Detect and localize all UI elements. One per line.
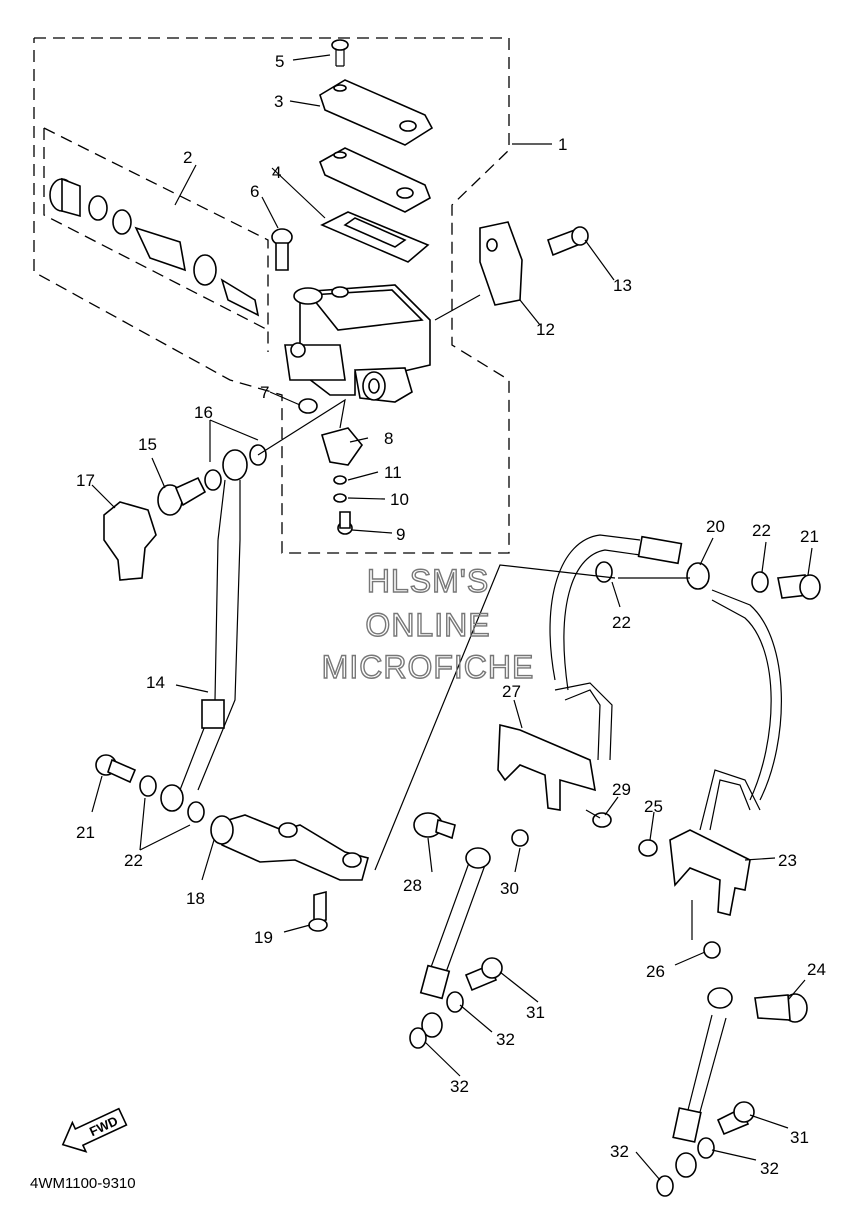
union-bolt-31a <box>464 957 503 992</box>
watermark-line-2: ONLINE <box>365 607 490 643</box>
union-bolt-21b <box>777 574 821 600</box>
callout-17: 17 <box>76 471 95 490</box>
callout-32-left-a: 32 <box>496 1030 515 1049</box>
piston-kit <box>49 177 260 317</box>
washer-32a <box>446 991 464 1013</box>
callout-32-right-a: 32 <box>760 1159 779 1178</box>
screw-9 <box>337 511 353 535</box>
union-bolt-15 <box>157 476 207 516</box>
callout-29: 29 <box>612 780 631 799</box>
callout-26: 26 <box>646 962 665 981</box>
assembly-boundary-2 <box>43 127 269 352</box>
callout-10: 10 <box>390 490 409 509</box>
brake-hose-14 <box>179 449 248 791</box>
bracket-27 <box>497 682 613 811</box>
callout-31-left: 31 <box>526 1003 545 1022</box>
cover-17 <box>103 501 157 581</box>
callout-22-upper: 22 <box>612 613 631 632</box>
washer-32d <box>656 1175 674 1197</box>
reservoir-cap <box>319 79 434 146</box>
washer-22a <box>139 775 157 797</box>
callout-24: 24 <box>807 960 826 979</box>
callout-22-upper-right: 22 <box>752 521 771 540</box>
nut-26 <box>703 941 721 959</box>
forward-arrow-icon: FWD <box>61 1107 128 1153</box>
callout-1: 1 <box>558 135 567 154</box>
washer-11 <box>333 475 347 485</box>
washer-22b <box>187 801 205 823</box>
callout-20: 20 <box>706 517 725 536</box>
washer-32c <box>697 1137 715 1159</box>
washer-16a <box>204 469 222 491</box>
leader-lines <box>91 54 813 1181</box>
callout-19: 19 <box>254 928 273 947</box>
callout-11: 11 <box>384 463 402 482</box>
callout-23: 23 <box>778 851 797 870</box>
callout-32-right-b: 32 <box>610 1142 629 1161</box>
callout-32-left-b: 32 <box>450 1077 469 1096</box>
caliper-hose-right <box>672 987 733 1178</box>
callout-14: 14 <box>146 673 165 692</box>
callout-15: 15 <box>138 435 157 454</box>
union-bolt-31b <box>716 1101 755 1136</box>
callout-6: 6 <box>250 182 259 201</box>
callout-labels: 1 2 3 4 5 6 7 8 9 10 11 12 13 14 15 16 1… <box>76 52 826 1178</box>
bolt-25 <box>638 839 658 857</box>
bolt-19 <box>308 890 328 932</box>
clip-10 <box>333 493 347 503</box>
callout-4: 4 <box>272 163 281 182</box>
callout-9: 9 <box>396 525 405 544</box>
diaphragm-plate <box>319 147 431 213</box>
callout-28: 28 <box>403 876 422 895</box>
callout-5: 5 <box>275 52 284 71</box>
callout-31-right: 31 <box>790 1128 809 1147</box>
brake-switch <box>320 427 364 466</box>
callout-7: 7 <box>260 383 269 402</box>
bolt-13 <box>546 226 589 257</box>
diaphragm <box>320 211 430 263</box>
callout-12: 12 <box>536 320 555 339</box>
callout-27: 27 <box>502 682 521 701</box>
watermark-line-1: HLSM'S <box>367 563 489 599</box>
watermark-line-3: MICROFICHE <box>322 649 535 685</box>
callout-2: 2 <box>183 148 192 167</box>
screw-5 <box>331 39 349 67</box>
callout-16: 16 <box>194 403 213 422</box>
nut-30 <box>511 829 529 847</box>
clamp-24 <box>754 993 808 1023</box>
washer-22c <box>595 561 613 583</box>
callout-13: 13 <box>613 276 632 295</box>
diagram-code: 4WM1100-9310 <box>30 1175 136 1192</box>
hose-fitting-14 <box>160 784 184 812</box>
callout-30: 30 <box>500 879 519 898</box>
callout-3: 3 <box>274 92 283 111</box>
callout-21-lower: 21 <box>76 823 95 842</box>
callout-18: 18 <box>186 889 205 908</box>
bolt-6 <box>271 228 293 271</box>
callout-21-upper: 21 <box>800 527 819 546</box>
union-bolt-21a <box>95 754 137 784</box>
callout-8: 8 <box>384 429 393 448</box>
washer-32b <box>409 1027 427 1049</box>
clamp-28 <box>413 812 456 840</box>
joint-18 <box>210 814 369 881</box>
caliper-hose-left <box>419 847 491 1038</box>
callout-25: 25 <box>644 797 663 816</box>
holder-12 <box>479 221 523 306</box>
washer-22d <box>751 571 769 593</box>
bolt-29 <box>585 809 612 828</box>
bracket-23 <box>669 769 761 916</box>
watermark: HLSM'S ONLINE MICROFICHE <box>321 562 535 685</box>
nut-7 <box>298 398 318 414</box>
assembly-boundary-1 <box>33 37 510 554</box>
callout-22-lower: 22 <box>124 851 143 870</box>
master-cylinder-body <box>284 284 431 403</box>
brake-hose-20 <box>549 534 782 801</box>
